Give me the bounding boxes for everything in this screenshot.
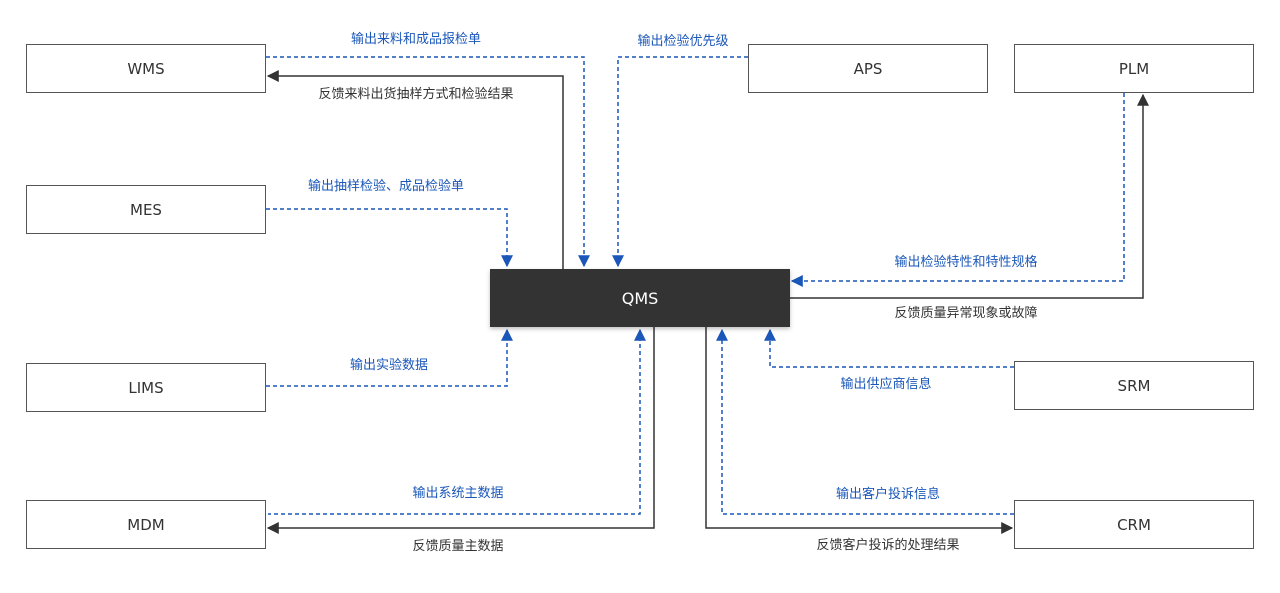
mes-node: MES	[26, 185, 266, 234]
srm-output-line	[764, 328, 1014, 368]
wms-output-line	[266, 56, 590, 268]
aps-output-line	[612, 56, 748, 268]
mes-output-label: 输出抽样检验、成品检验单	[307, 179, 465, 194]
crm-output-line	[716, 328, 1014, 515]
crm-feedback-line	[705, 327, 1014, 534]
wms-feedback-label: 反馈来料出货抽样方式和检验结果	[318, 87, 514, 102]
crm-node: CRM	[1014, 500, 1254, 549]
plm-node: PLM	[1014, 44, 1254, 93]
mdm-node: MDM	[26, 500, 266, 549]
crm-output-label: 输出客户投诉信息	[835, 487, 941, 502]
wms-output-label: 输出来料和成品报检单	[350, 32, 482, 47]
mes-output-line	[266, 208, 513, 268]
crm-feedback-label: 反馈客户投诉的处理结果	[816, 538, 960, 553]
lims-output-line	[266, 328, 513, 387]
mdm-feedback-line	[266, 327, 655, 534]
plm-output-line	[790, 93, 1125, 287]
mdm-feedback-label: 反馈质量主数据	[412, 539, 504, 554]
srm-node: SRM	[1014, 361, 1254, 410]
aps-output-label: 输出检验优先级	[637, 34, 729, 49]
srm-output-label: 输出供应商信息	[840, 377, 932, 392]
mdm-output-line	[268, 328, 646, 515]
lims-output-label: 输出实验数据	[349, 358, 429, 373]
plm-output-label: 输出检验特性和特性规格	[894, 255, 1038, 270]
mdm-output-label: 输出系统主数据	[412, 486, 504, 501]
lims-node: LIMS	[26, 363, 266, 412]
wms-node: WMS	[26, 44, 266, 93]
wms-feedback-line	[266, 70, 564, 269]
qms-center-node: QMS	[490, 269, 790, 327]
plm-feedback-line	[790, 93, 1149, 299]
plm-feedback-label: 反馈质量异常现象或故障	[894, 306, 1038, 321]
aps-node: APS	[748, 44, 988, 93]
